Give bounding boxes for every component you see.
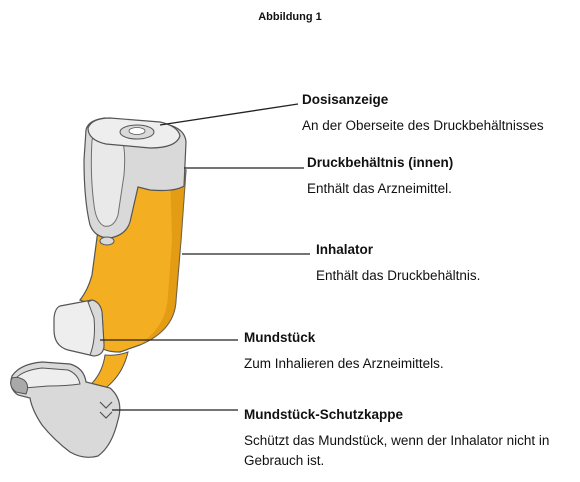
figure-title: Abbildung 1 [258,11,322,23]
label-desc: Enthält das Druckbehältnis. [316,268,481,283]
mouthpiece-shade [87,299,105,357]
label-cap: Mundstück-Schutzkappe Schützt das Mundst… [244,405,574,471]
label-name: Mundstück [244,330,316,345]
label-desc: Schützt das Mundstück, wenn der Inhalato… [244,433,550,468]
label-desc: An der Oberseite des Druckbehältnisses [302,118,544,133]
label-name: Dosisanzeige [302,92,389,107]
body-button [99,236,115,246]
label-name: Inhalator [316,242,374,257]
leader-dose-counter [159,103,299,126]
cap-opening [10,376,29,395]
inhaler-body-shade [140,170,186,345]
label-desc: Enthält das Arzneimittel. [307,181,452,196]
leader-lines [100,103,310,411]
label-name: Druckbehältnis (innen) [307,155,454,170]
label-canister: Druckbehältnis (innen) Enthält das Arzne… [307,153,453,199]
label-inhaler: Inhalator Enthält das Druckbehältnis. [316,240,480,286]
label-mouthpiece: Mundstück Zum Inhalieren des Arzneimitte… [244,328,444,374]
label-dose-counter: Dosisanzeige An der Oberseite des Druckb… [302,90,544,136]
cap-grip [99,401,113,419]
dose-counter-dial [128,127,146,135]
label-name: Mundstück-Schutzkappe [244,407,404,422]
label-desc: Zum Inhalieren des Arzneimittels. [244,356,444,371]
